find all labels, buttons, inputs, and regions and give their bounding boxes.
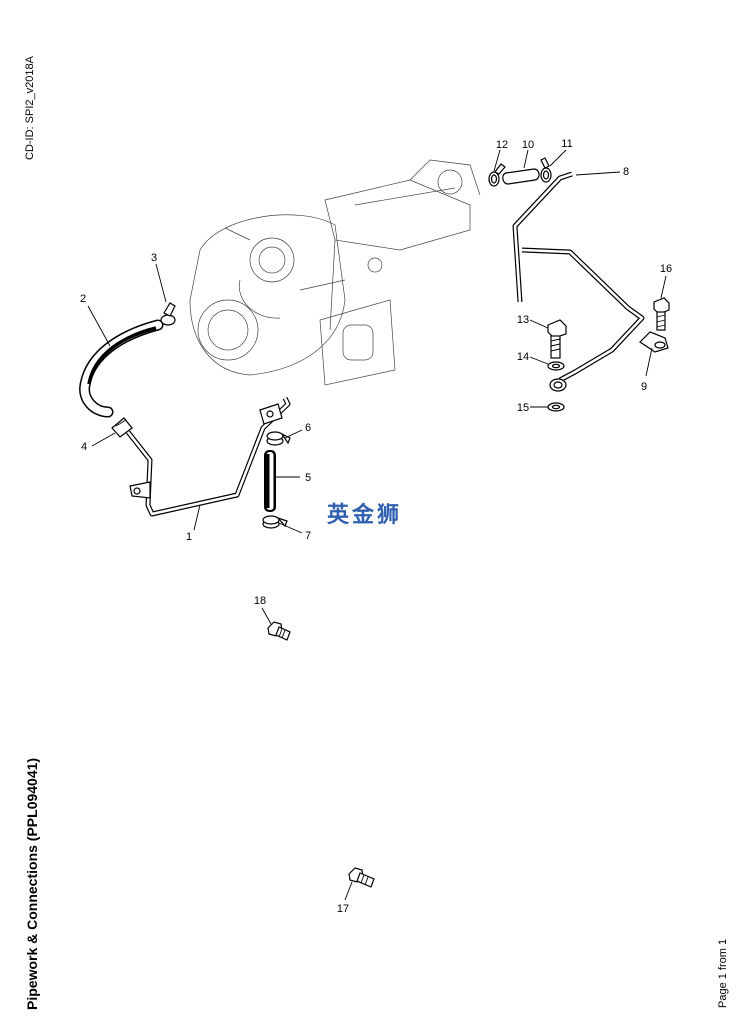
- clip-part-3: [160, 302, 176, 326]
- callout-1: 1: [186, 531, 192, 543]
- hose-part-5: [264, 450, 276, 512]
- callout-16: 16: [660, 263, 672, 275]
- callout-11: 11: [561, 138, 572, 150]
- bolt-part-16: [653, 297, 670, 331]
- bolt-part-18: [267, 621, 291, 641]
- clip-part-4: [111, 417, 133, 438]
- callout-14: 14: [517, 351, 529, 363]
- callout-15: 15: [517, 402, 529, 414]
- callout-13: 13: [517, 314, 529, 326]
- callout-5: 5: [305, 472, 311, 484]
- pipe-part-8: [512, 171, 645, 392]
- callout-4: 4: [81, 441, 87, 453]
- callout-18: 18: [254, 595, 266, 607]
- washer-part-15: [547, 402, 565, 412]
- watermark-logo: 英金狮: [327, 503, 403, 528]
- pipe-part-1: [126, 396, 291, 517]
- clip-part-12: [488, 163, 506, 187]
- washer-part-14: [547, 361, 565, 371]
- callout-10: 10: [522, 139, 534, 151]
- bracket-part-9: [639, 331, 669, 353]
- bolt-part-13: [547, 319, 567, 359]
- callout-17: 17: [337, 903, 349, 915]
- sleeve-part-10: [502, 168, 540, 185]
- callout-3: 3: [151, 252, 157, 264]
- hose-part-2: [79, 319, 164, 418]
- leader-lines: [87, 149, 667, 901]
- clip-part-6: [266, 431, 291, 446]
- callout-6: 6: [305, 422, 311, 434]
- turbocharger-illustration: [189, 159, 481, 386]
- bolt-part-17: [348, 867, 375, 888]
- callout-8: 8: [623, 166, 629, 178]
- callout-9: 9: [641, 381, 647, 393]
- callout-7: 7: [305, 530, 311, 542]
- clip-part-11: [540, 157, 552, 183]
- callout-labels: 1 2 3 4 5 6 7 8 9 10 11 12 13 14 15 16 1…: [80, 138, 672, 915]
- clip-part-7: [262, 515, 288, 529]
- callout-2: 2: [80, 293, 86, 305]
- callout-12: 12: [496, 139, 508, 151]
